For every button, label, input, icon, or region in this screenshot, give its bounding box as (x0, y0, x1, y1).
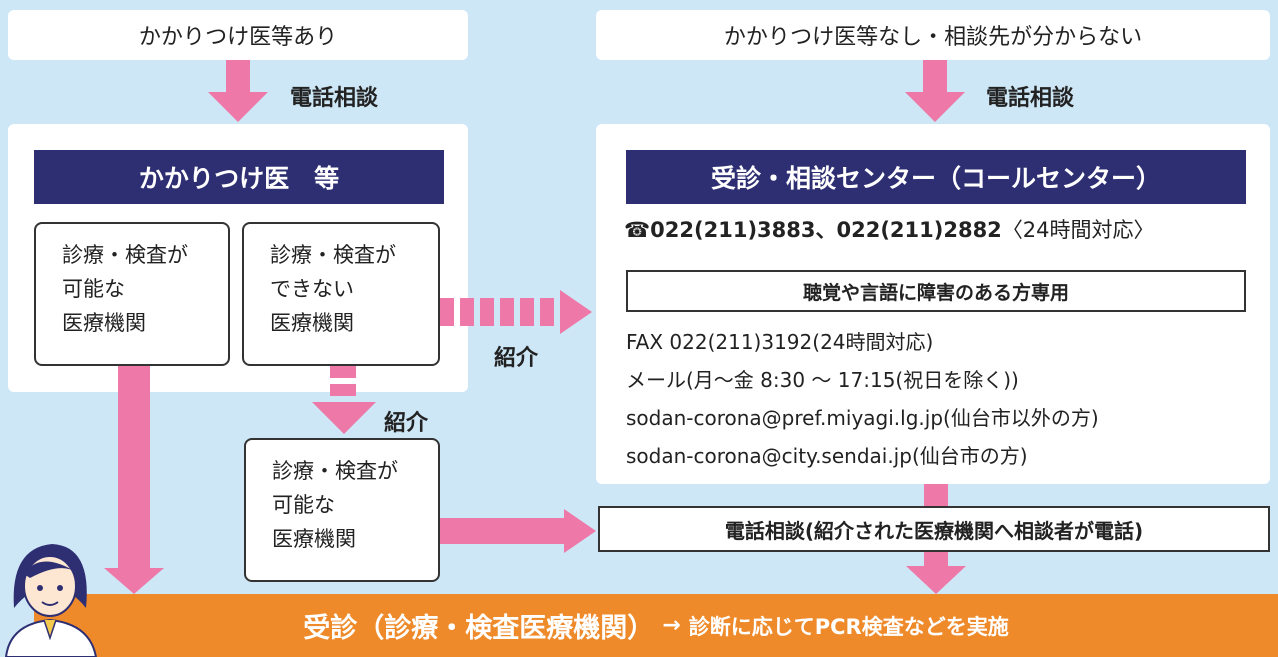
top-right-box: かかりつけ医等なし・相談先が分からない (596, 10, 1270, 60)
arrow-left-stem (226, 60, 250, 94)
referred-line-2: 可能な (272, 493, 335, 517)
final-arrow-stem (924, 552, 948, 568)
unavailable-line-1: 診療・検査が (270, 243, 396, 267)
bottom-main: 受診（診療・検査医療機関） (303, 613, 655, 644)
phone-icon: ☎ (624, 218, 651, 242)
center-connector (924, 484, 948, 506)
arrow-right-stem (923, 60, 947, 94)
unavailable-clinic-box: 診療・検査が できない 医療機関 (242, 222, 440, 366)
dash-right-6 (540, 298, 554, 326)
top-left-label: かかりつけ医等あり (138, 25, 338, 50)
referred-line-1: 診療・検査が (272, 459, 398, 483)
dash-right-4 (500, 298, 514, 326)
fax-line: FAX 022(211)3192(24時間対応) (626, 330, 934, 354)
top-right-label: かかりつけ医等なし・相談先が分からない (723, 25, 1143, 50)
referred-line-3: 医療機関 (272, 527, 356, 551)
email-1: sodan-corona@pref.miyagi.lg.jp(仙台市以外の方) (626, 406, 1099, 430)
left-long-stem (118, 366, 150, 572)
available-line-3: 医療機関 (62, 311, 146, 335)
phone-consult-right-label: 電話相談 (986, 86, 1075, 111)
dash-right-2 (460, 298, 474, 326)
referred-clinic-box: 診療・検査が 可能な 医療機関 (244, 438, 440, 582)
referred-phone-box: 電話相談(紹介された医療機関へ相談者が電話) (598, 506, 1270, 552)
dash-down-head (312, 402, 376, 434)
bottom-sub: 診断に応じてPCR検査などを実施 (688, 614, 1009, 639)
dash-right-5 (520, 298, 534, 326)
dash-right-head (560, 290, 592, 334)
available-line-1: 診療・検査が (62, 243, 188, 267)
final-arrow-head (906, 566, 966, 594)
available-line-2: 可能な (62, 277, 125, 301)
phone-consult-left-label: 電話相談 (290, 86, 379, 111)
phone-line: ☎022(211)3883、022(211)2882〈24時間対応〉 (624, 214, 1155, 244)
doctor-header: かかりつけ医 等 (34, 150, 444, 204)
arrow-right-head (905, 92, 965, 122)
top-left-box: かかりつけ医等あり (8, 10, 468, 60)
unavailable-line-2: できない (270, 277, 354, 301)
dash-right-3 (480, 298, 494, 326)
dash-down-2 (330, 384, 356, 396)
phone-numbers: 022(211)3883、022(211)2882 (650, 218, 1002, 242)
mail-line: メール(月～金 8:30 ～ 17:15(祝日を除く)) (626, 368, 1019, 392)
available-clinic-box: 診療・検査が 可能な 医療機関 (34, 222, 230, 366)
dash-right-1 (440, 298, 454, 326)
center-header: 受診・相談センター（コールセンター） (626, 150, 1246, 204)
referral-right-label: 紹介 (494, 346, 539, 371)
hearing-box: 聴覚や言語に障害のある方専用 (626, 270, 1246, 312)
arrow-left-head (208, 92, 268, 122)
center-header-label: 受診・相談センター（コールセンター） (710, 164, 1161, 193)
referred-phone-label: 電話相談(紹介された医療機関へ相談者が電話) (724, 518, 1144, 543)
hearing-label: 聴覚や言語に障害のある方専用 (802, 281, 1069, 304)
unavailable-line-3: 医療機関 (270, 311, 354, 335)
email-2: sodan-corona@city.sendai.jp(仙台市の方) (626, 444, 1028, 468)
doctor-illustration (4, 544, 98, 657)
left-long-head (104, 568, 164, 594)
referred-arrow-stem (440, 518, 564, 544)
dash-down-1 (330, 366, 356, 378)
referral-down-label: 紹介 (384, 411, 429, 436)
phone-hours: 〈24時間対応〉 (1001, 218, 1155, 242)
doctor-header-label: かかりつけ医 等 (138, 164, 340, 193)
referred-arrow-head (564, 509, 596, 553)
bottom-arrow: → (662, 613, 681, 638)
bottom-banner: 受診（診療・検査医療機関） → 診断に応じてPCR検査などを実施 (34, 594, 1278, 657)
